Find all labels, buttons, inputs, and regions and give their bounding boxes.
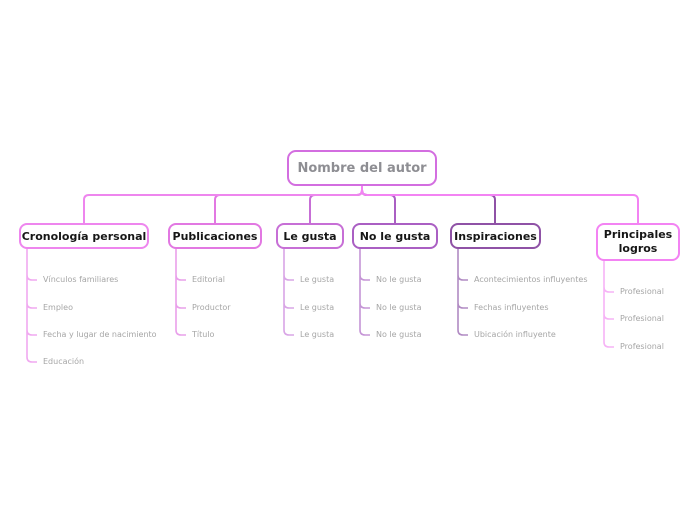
branch-connector-principales-logros — [361, 186, 639, 223]
leaf-item[interactable]: No le gusta — [376, 303, 422, 312]
leaf-connectors-publicaciones — [175, 249, 186, 336]
leaf-item[interactable]: Profesional — [620, 342, 664, 351]
branch-connector-le-gusta — [309, 186, 363, 223]
leaf-connectors-no-le-gusta — [359, 249, 370, 336]
branch-node-no-le-gusta[interactable]: No le gusta — [352, 223, 438, 249]
leaf-item[interactable]: Profesional — [620, 287, 664, 296]
leaf-connectors-cronologia — [26, 249, 37, 363]
leaf-item[interactable]: Fecha y lugar de nacimiento — [43, 330, 157, 339]
leaf-item[interactable]: Educación — [43, 357, 85, 366]
leaf-item[interactable]: Fechas influyentes — [474, 303, 549, 312]
root-node[interactable]: Nombre del autor — [287, 150, 437, 186]
branch-node-inspiraciones[interactable]: Inspiraciones — [450, 223, 541, 249]
branch-node-publicaciones[interactable]: Publicaciones — [168, 223, 262, 249]
leaf-connectors-inspiraciones — [457, 249, 468, 336]
branch-node-cronologia-personal[interactable]: Cronología personal — [19, 223, 149, 249]
leaf-connectors-le-gusta — [283, 249, 294, 336]
leaf-item[interactable]: Le gusta — [300, 330, 335, 339]
branch-connector-inspiraciones — [361, 186, 496, 223]
leaf-item[interactable]: Título — [192, 330, 215, 339]
leaf-item[interactable]: Acontecimientos influyentes — [474, 275, 588, 284]
branch-connector-cronologia — [83, 186, 363, 223]
leaf-item[interactable]: Le gusta — [300, 275, 335, 284]
leaf-item[interactable]: Empleo — [43, 303, 73, 312]
leaf-item[interactable]: Profesional — [620, 314, 664, 323]
leaf-connectors-principales-logros — [603, 261, 614, 348]
leaf-item[interactable]: Productor — [192, 303, 231, 312]
leaf-item[interactable]: No le gusta — [376, 275, 422, 284]
leaf-item[interactable]: No le gusta — [376, 330, 422, 339]
leaf-item[interactable]: Editorial — [192, 275, 226, 284]
leaf-item[interactable]: Le gusta — [300, 303, 335, 312]
branch-connector-no-le-gusta — [361, 186, 396, 223]
branch-connector-publicaciones — [214, 186, 363, 223]
leaf-item[interactable]: Vínculos familiares — [43, 275, 119, 284]
branch-node-le-gusta[interactable]: Le gusta — [276, 223, 344, 249]
leaf-item[interactable]: Ubicación influyente — [474, 330, 556, 339]
branch-node-principales-logros[interactable]: Principales logros — [596, 223, 680, 261]
